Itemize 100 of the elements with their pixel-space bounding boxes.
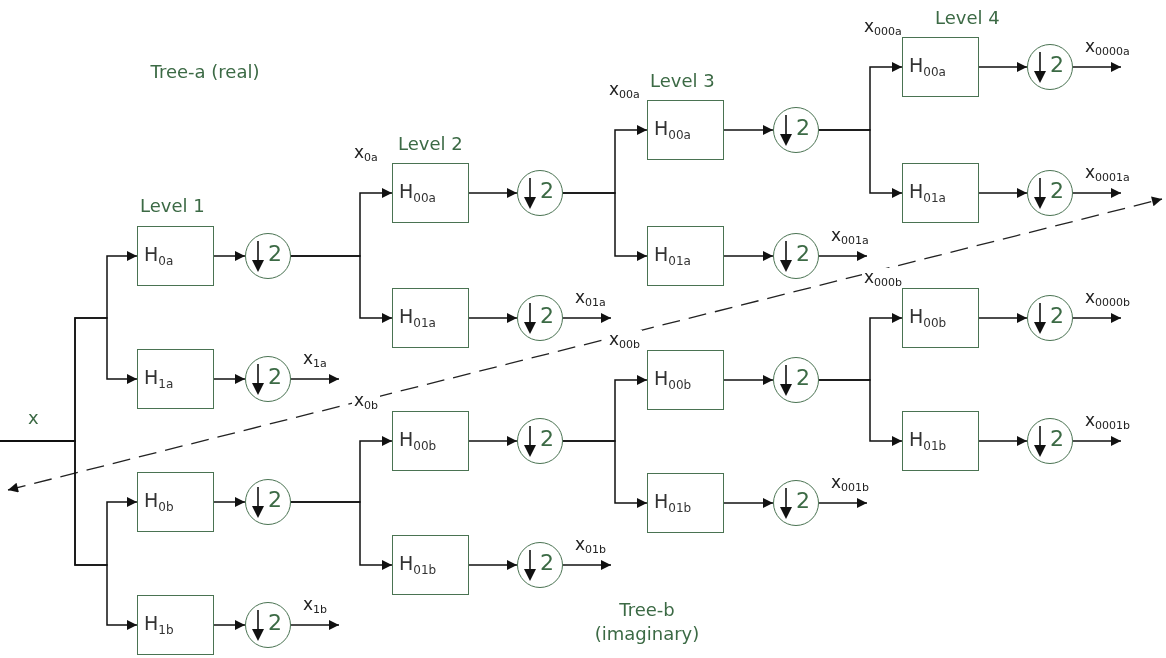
signal-label: x$_{000b}$ xyxy=(862,268,905,289)
downsampler-circle xyxy=(773,233,819,279)
filter-label: H$_{00a}$ xyxy=(654,119,691,141)
factor-label: 2 xyxy=(540,428,554,450)
arrow xyxy=(290,374,340,384)
arrow xyxy=(818,498,868,508)
filter-box xyxy=(392,535,469,595)
factor-label: 2 xyxy=(1050,305,1064,327)
arrow xyxy=(562,192,648,261)
factor-label: 2 xyxy=(268,612,282,634)
downsampler-circle xyxy=(773,107,819,153)
input-label: x xyxy=(28,406,39,430)
filter-box xyxy=(647,226,724,286)
filter-label: H$_{1a}$ xyxy=(144,368,174,390)
arrow xyxy=(818,251,868,261)
filter-label: H$_{01a}$ xyxy=(654,245,691,267)
arrow xyxy=(290,501,393,570)
filter-box xyxy=(392,411,469,471)
arrow xyxy=(723,251,774,261)
arrow xyxy=(978,313,1028,323)
factor-label: 2 xyxy=(540,305,554,327)
arrow xyxy=(468,188,518,198)
arrow xyxy=(213,497,246,507)
downsampler-circle xyxy=(517,170,563,216)
arrow xyxy=(468,436,518,446)
factor-label: 2 xyxy=(1050,428,1064,450)
arrow xyxy=(213,251,246,261)
downsampler-circle xyxy=(773,357,819,403)
arrow xyxy=(978,62,1028,72)
arrow xyxy=(818,129,903,198)
arrow xyxy=(1072,436,1122,446)
factor-label: 2 xyxy=(1050,180,1064,202)
filter-label: H$_{01a}$ xyxy=(399,307,436,329)
arrow xyxy=(213,374,246,384)
arrow xyxy=(290,255,393,323)
filter-label: H$_{01b}$ xyxy=(399,554,437,576)
downsampler-circle xyxy=(517,295,563,341)
factor-label: 2 xyxy=(796,117,810,139)
arrow xyxy=(213,620,246,630)
filter-label: H$_{00b}$ xyxy=(399,430,437,452)
factor-label: 2 xyxy=(268,489,282,511)
filter-label: H$_{00b}$ xyxy=(909,307,947,329)
downsampler-circle xyxy=(1027,418,1073,464)
filter-box xyxy=(137,595,214,655)
arrow xyxy=(1072,313,1122,323)
arrow xyxy=(562,560,612,570)
filter-label: H$_{0a}$ xyxy=(144,245,174,267)
arrow xyxy=(978,188,1028,198)
filter-label: H$_{00a}$ xyxy=(909,56,946,78)
filter-label: H$_{1b}$ xyxy=(144,614,174,636)
downsampler-circle xyxy=(245,479,291,525)
filter-label: H$_{01b}$ xyxy=(654,492,692,514)
arrow xyxy=(818,379,903,446)
downsampler-circle xyxy=(517,542,563,588)
arrow xyxy=(1072,188,1122,198)
filter-label: H$_{01a}$ xyxy=(909,182,946,204)
arrow xyxy=(468,313,518,323)
filter-box xyxy=(392,288,469,348)
signal-label: x$_{00b}$ xyxy=(607,330,643,351)
filter-box xyxy=(902,411,979,471)
downsampler-circle xyxy=(773,480,819,526)
filter-label: H$_{00a}$ xyxy=(399,182,436,204)
arrow xyxy=(468,560,518,570)
level-heading: Level 4 xyxy=(935,6,1000,30)
tree-heading: Tree-b (imaginary) xyxy=(593,598,701,647)
filter-box xyxy=(392,163,469,223)
filter-box xyxy=(902,37,979,97)
downsampler-circle xyxy=(1027,295,1073,341)
filter-box xyxy=(137,226,214,286)
filter-box xyxy=(647,473,724,533)
factor-label: 2 xyxy=(796,490,810,512)
downsampler-circle xyxy=(245,233,291,279)
filter-label: H$_{00b}$ xyxy=(654,369,692,391)
factor-label: 2 xyxy=(796,243,810,265)
filter-label: H$_{0b}$ xyxy=(144,491,174,513)
arrow xyxy=(562,313,612,323)
factor-label: 2 xyxy=(268,366,282,388)
factor-label: 2 xyxy=(540,180,554,202)
factor-label: 2 xyxy=(1050,54,1064,76)
factor-label: 2 xyxy=(796,367,810,389)
filter-box xyxy=(647,350,724,410)
level-heading: Level 1 xyxy=(140,194,205,218)
filter-box xyxy=(902,163,979,223)
arrow xyxy=(723,125,774,135)
filter-box xyxy=(902,288,979,348)
downsampler-circle xyxy=(517,418,563,464)
filter-box xyxy=(647,100,724,160)
downsampler-circle xyxy=(1027,170,1073,216)
arrow xyxy=(290,620,340,630)
downsampler-circle xyxy=(245,602,291,648)
arrow xyxy=(723,498,774,508)
tree-heading: Tree-a (real) xyxy=(150,60,260,84)
level-heading: Level 2 xyxy=(398,132,463,156)
arrow xyxy=(0,440,138,630)
level-heading: Level 3 xyxy=(650,69,715,93)
downsampler-circle xyxy=(1027,44,1073,90)
factor-label: 2 xyxy=(540,552,554,574)
filter-box xyxy=(137,349,214,409)
arrow xyxy=(1072,62,1122,72)
arrow xyxy=(723,375,774,385)
